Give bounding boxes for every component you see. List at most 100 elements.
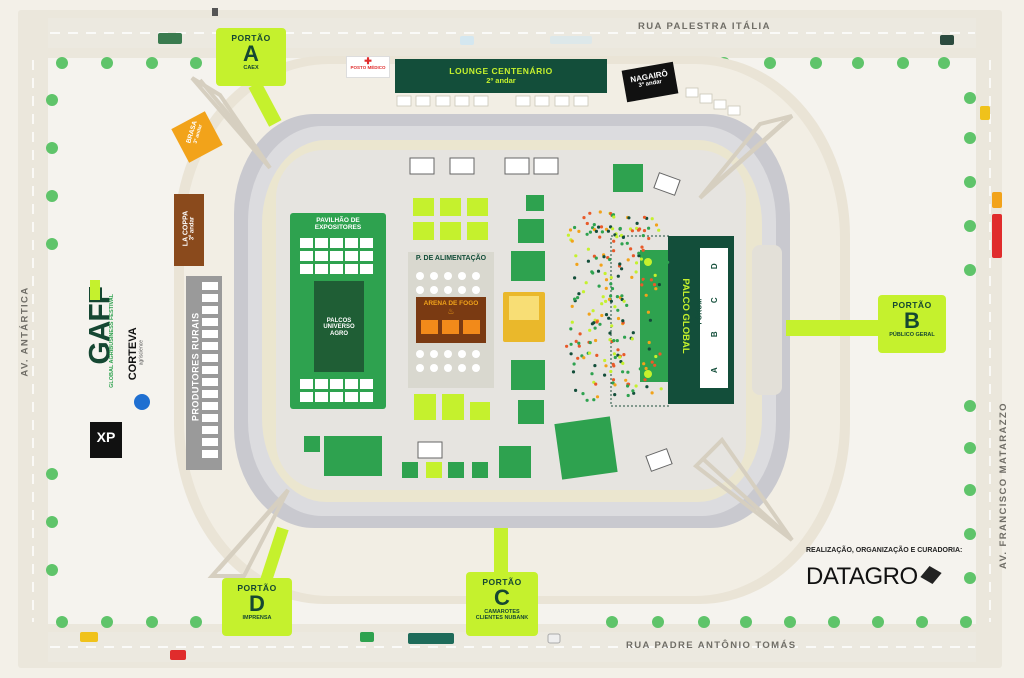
lounge-centenario: LOUNGE CENTENÁRIO 2º andar [395,59,607,93]
audience-dot [626,384,630,388]
audience-dot [650,391,654,395]
audience-dot [593,326,597,330]
gate-b-sub: PÚBLICO GERAL [889,332,935,338]
audience-dot [644,293,648,297]
audience-dot [576,296,580,300]
audience-dot [659,387,663,391]
audience-dot [613,305,617,309]
fire-icon: ♨ [447,307,455,316]
gate-c[interactable]: PORTÃO C CAMAROTES CLIENTES NUBANK [466,572,538,636]
audience-dot [637,251,641,255]
xp-logo [90,422,122,458]
audience-dot [609,299,614,303]
audience-dot [597,284,601,288]
corteva-subtitle: agriscience [138,339,145,366]
audience-dot [608,257,612,262]
audience-dot [649,278,654,282]
audience-dot [602,255,606,259]
audience-dot [604,364,608,368]
audience-dot [626,393,630,398]
audience-dot [603,271,607,276]
audience-dot [600,313,604,318]
pavilhao-label: PAVILHÃO DE EXPOSITORES [314,217,362,231]
audience-dot [577,341,581,345]
audience-dot [604,286,608,290]
audience-dot [618,226,622,231]
gate-d[interactable]: PORTÃO D IMPRENSA [222,578,292,636]
audience-dot [584,281,588,285]
audience-dot [613,355,617,360]
audience-dot [647,226,651,230]
audience-dot [591,309,595,313]
audience-dot [576,356,580,360]
audience-dot [585,221,589,226]
audience-dot [634,261,639,265]
audience-dot [635,221,639,225]
audience-dot [598,322,602,326]
audience-dot [603,358,607,363]
la-coppa-sub: 3º andar [189,216,196,241]
audience-dot [612,339,616,343]
audience-dot [621,361,625,365]
audience-dot [620,242,624,246]
corteva-icon [134,394,150,410]
gate-a-sub: CAEX [243,65,259,71]
forum-letter-a: A [709,367,719,374]
audience-dot [643,279,647,283]
audience-dot [582,216,586,220]
audience-dot [595,395,600,399]
audience-dot [618,355,622,359]
audience-dot [604,278,609,282]
audience-dot [647,347,651,351]
gate-d-title: PORTÃO [237,583,277,593]
audience-dot [588,211,592,215]
audience-dot [604,299,608,303]
street-left: AV. ANTÁRTICA [19,286,31,377]
lounge-title: LOUNGE CENTENÁRIO [449,66,553,76]
gate-a[interactable]: PORTÃO A CAEX [216,28,286,86]
audience-dot [611,227,615,231]
street-bottom: RUA PADRE ANTÔNIO TOMÁS [626,640,797,651]
audience-dot [600,230,605,234]
audience-dot [639,257,644,261]
audience-dot [592,223,596,227]
audience-dot [613,383,617,387]
audience-dot [615,295,620,299]
audience-dot [612,215,616,219]
forum-letter-d: D [709,263,719,270]
audience-dot [569,327,573,331]
audience-dot [638,227,642,231]
audience-dot [610,324,614,328]
audience-dot [575,262,579,266]
audience-dot [592,398,596,402]
audience-dot [606,229,611,233]
audience-dot [594,256,598,260]
audience-dot [577,292,581,296]
audience-dot [588,351,592,355]
gate-d-letter: D [249,591,265,616]
audience-dot [590,372,594,376]
audience-dot [654,354,658,359]
audience-dot [578,332,582,336]
audience-dot [612,352,617,356]
audience-dot [585,398,589,402]
la-coppa: LA COPPA 3º andar [174,194,204,266]
audience-dot [594,229,599,233]
audience-dot [609,276,613,280]
audience-dot [612,249,616,253]
audience-dot [595,353,599,357]
audience-dot [569,342,573,346]
audience-dot [645,385,649,389]
gate-b[interactable]: PORTÃO B PÚBLICO GERAL [878,295,946,353]
audience-dot [573,225,577,230]
palcos-label: PALCOS UNIVERSO AGRO [323,318,355,337]
audience-dot [621,370,625,374]
audience-dot [627,216,631,220]
audience-dot [643,378,647,382]
audience-dot [594,338,598,343]
audience-dot [573,297,577,301]
audience-dot [593,364,597,368]
audience-dot [625,241,629,245]
audience-dot [581,290,586,294]
